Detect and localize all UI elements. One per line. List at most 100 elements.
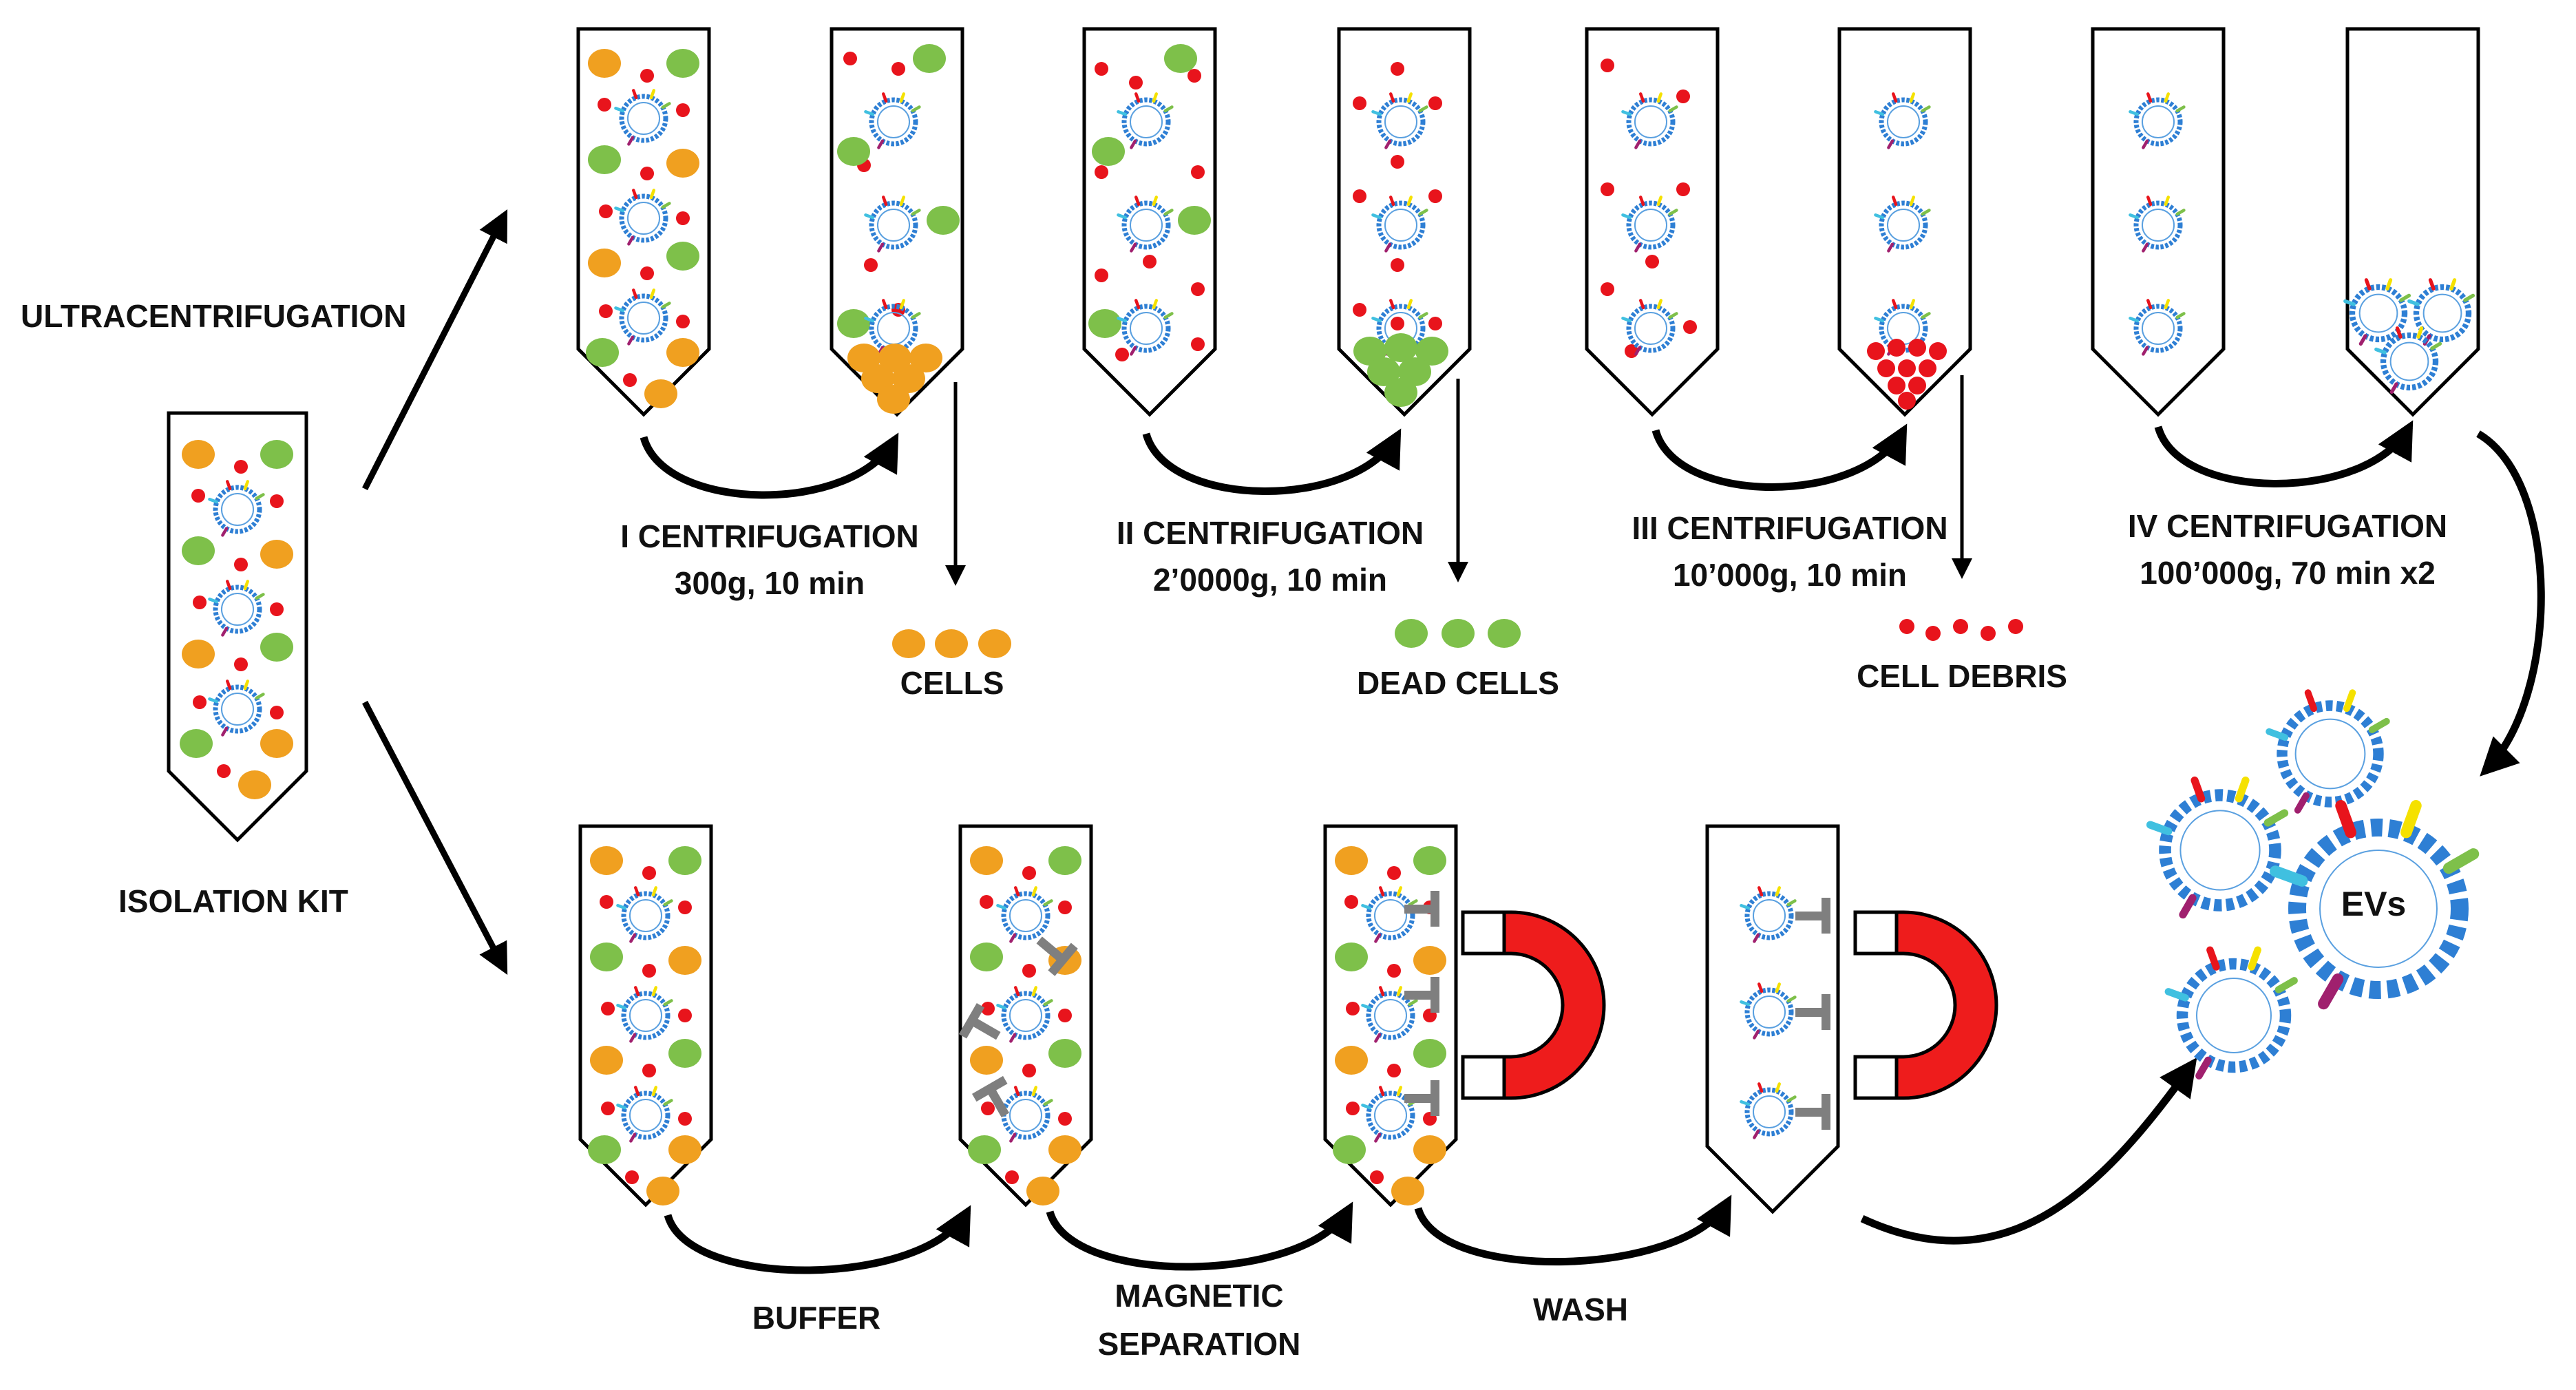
ev-inner [876, 105, 911, 139]
ev-membrane [621, 991, 671, 1040]
ev-protein [2449, 278, 2457, 291]
ev-membrane [2288, 819, 2469, 999]
ev-protein [1378, 1086, 1385, 1097]
ev-protein [1656, 299, 1663, 310]
debris [981, 1102, 995, 1115]
extracellular-vesicle [1874, 196, 1931, 253]
ev-inner [2196, 978, 2272, 1053]
ev-protein [2248, 946, 2261, 971]
cell [590, 846, 623, 875]
ev-protein [1396, 886, 1403, 897]
ev-protein [864, 316, 875, 323]
debris [1601, 59, 1614, 72]
cell [1413, 1135, 1446, 1164]
debris [1898, 392, 1916, 410]
ev-protein [221, 527, 229, 537]
antibody-stem [1795, 912, 1824, 920]
ev-protein [2395, 326, 2403, 339]
magnet-pole-top [1853, 910, 1899, 956]
antibody-head [1822, 1094, 1830, 1130]
antibody [1404, 891, 1439, 927]
ev-protein [2175, 105, 2186, 113]
ev-protein [663, 1099, 673, 1106]
ev-inner [1384, 208, 1418, 242]
ev-inner [626, 101, 661, 136]
ev-protein [629, 1133, 637, 1143]
ev-membrane [1121, 97, 1171, 147]
ev-protein [2385, 278, 2393, 291]
ev-inner [1009, 898, 1043, 933]
magnetic-label-line2: SEPARATION [1098, 1326, 1301, 1362]
ev-protein [2146, 196, 2153, 207]
ev-protein [649, 189, 656, 200]
dead-cell [586, 338, 619, 367]
ev-protein [881, 196, 888, 207]
ev-protein [1013, 886, 1020, 897]
arrow-magnetic-separation [1046, 1201, 1353, 1271]
ev-protein [1921, 312, 1931, 319]
debris [1058, 1112, 1072, 1126]
ev-protein [2374, 347, 2387, 355]
antibody-stem [1036, 936, 1065, 962]
ev-protein [1152, 92, 1159, 103]
extracellular-vesicle [1361, 1086, 1418, 1143]
ev-membrane [619, 94, 668, 143]
ev-membrane [1626, 200, 1676, 250]
ev-protein [1668, 105, 1678, 113]
antibody-stem [986, 1088, 1010, 1117]
ev-membrane [869, 200, 918, 250]
ev-protein [864, 109, 875, 116]
cell [909, 344, 942, 372]
ev-protein [2195, 1056, 2212, 1080]
ev-membrane [2159, 789, 2281, 912]
debris [1391, 258, 1404, 272]
ev-protein [243, 680, 250, 691]
ev-protein [663, 899, 673, 907]
extracellular-vesicle [1740, 982, 1797, 1040]
debris [1899, 619, 1914, 634]
cell [182, 640, 215, 668]
ev-inner [2179, 810, 2261, 891]
ev-protein [1638, 299, 1645, 310]
ev-protein [1887, 139, 1894, 149]
debris [676, 103, 690, 117]
ev-protein [1891, 196, 1898, 207]
tube-outline [2345, 27, 2480, 417]
ev-protein [1634, 139, 1642, 149]
debris [1005, 1170, 1019, 1184]
ev-protein [1013, 986, 1020, 997]
step4-title: IV CENTRIFUGATION [2128, 508, 2447, 544]
ev-protein [996, 903, 1007, 910]
ev-protein [2294, 792, 2310, 814]
ev-membrane [619, 293, 668, 343]
debris [1353, 303, 1366, 317]
extracellular-vesicle [1361, 886, 1418, 943]
ev-membrane [621, 891, 671, 940]
ev-membrane [1626, 97, 1676, 147]
debris [1867, 342, 1885, 360]
ev-protein [627, 136, 635, 146]
ev-inner [1384, 105, 1418, 139]
ev-protein [2142, 139, 2149, 149]
ev-inner [629, 1098, 663, 1133]
ev-protein [899, 299, 906, 310]
extracellular-vesicle [1621, 299, 1678, 356]
ev-inner [220, 492, 255, 527]
dead-cell [1442, 619, 1475, 648]
ev-protein [616, 903, 627, 910]
tube-outline [2091, 27, 2226, 417]
ev-protein [1361, 1003, 1372, 1010]
ev-protein [661, 102, 671, 109]
ev-protein [1891, 92, 1898, 103]
ev-inner [2294, 718, 2366, 790]
dead-cell [260, 440, 293, 469]
ev-membrane [2349, 284, 2408, 343]
extracellular-vesicle [616, 886, 673, 943]
ev-protein [1921, 209, 1931, 216]
antibody-stem [971, 1017, 1001, 1040]
ev-protein [225, 580, 232, 591]
ev-protein [2343, 689, 2356, 713]
ev-protein [1371, 213, 1382, 220]
tube-uc-2 [830, 27, 964, 417]
extracellular-vesicle [1371, 299, 1428, 356]
